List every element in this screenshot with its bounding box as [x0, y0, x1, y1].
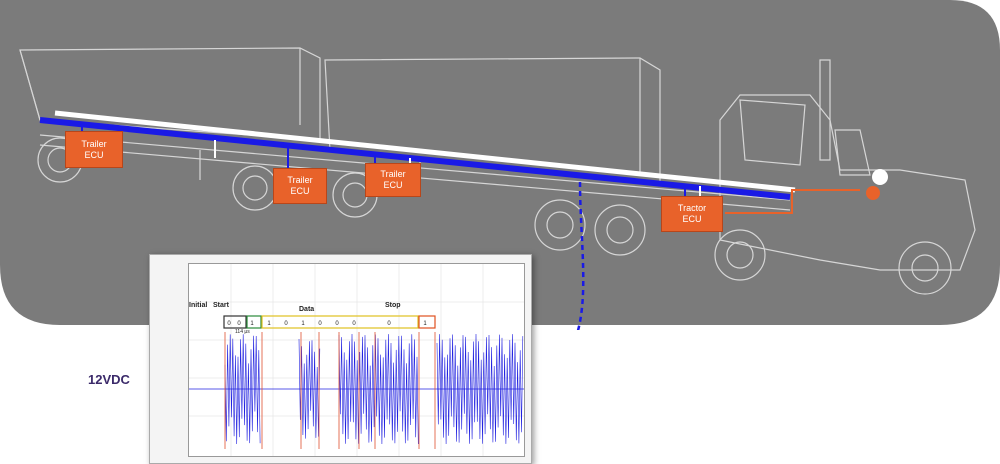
bit-value: 0: [387, 321, 391, 327]
ecu-label-line1: Trailer: [287, 175, 313, 185]
bit-value: 0: [352, 321, 356, 327]
bit-value: 0: [227, 321, 231, 327]
start-bit-box: [246, 315, 262, 329]
ecu-label-line2: ECU: [682, 214, 702, 224]
truck-diagram-panel: [0, 0, 1000, 325]
segment-label-initial: Initial: [189, 302, 208, 309]
bit-value: 0: [284, 321, 288, 327]
trailer-ecu-1: Trailer ECU: [65, 131, 123, 168]
bit-value: 1: [250, 321, 254, 327]
segment-label-data: Data: [299, 306, 315, 313]
ecu-label-line2: ECU: [383, 180, 403, 190]
ecu-label-line1: Tractor: [677, 203, 707, 213]
signal-burst: [224, 334, 261, 445]
trailer-ecu-3: Trailer ECU: [365, 163, 421, 197]
bit-value: 0: [237, 321, 241, 327]
ecu-label-line1: Trailer: [81, 138, 107, 149]
segment-label-stop: Stop: [385, 302, 401, 309]
stop-bit-box: [418, 315, 436, 329]
ecu-label-line2: ECU: [84, 149, 104, 160]
segment-label-start: Start: [213, 302, 229, 309]
bit-value: 1: [267, 321, 271, 327]
data-bits-box: [261, 315, 419, 329]
ecu-label-line1: Trailer: [380, 169, 406, 179]
truck-outline: [19, 47, 976, 330]
signal-burst: [338, 333, 419, 445]
bit-value: 1: [423, 321, 427, 327]
signal-burst: [436, 333, 524, 445]
bit-value: 1: [301, 321, 305, 327]
signal-burst: [298, 338, 321, 439]
initial-bit-box: [223, 315, 247, 329]
ecu-label-line2: ECU: [290, 186, 310, 196]
trailer-ecu-2: Trailer ECU: [273, 168, 327, 204]
bit-value: 0: [335, 321, 339, 327]
bit-timing-label: 114 μs: [235, 329, 250, 335]
bit-value: 0: [318, 321, 322, 327]
tractor-ecu: Tractor ECU: [661, 196, 723, 232]
voltage-label: 12VDC: [88, 372, 130, 387]
